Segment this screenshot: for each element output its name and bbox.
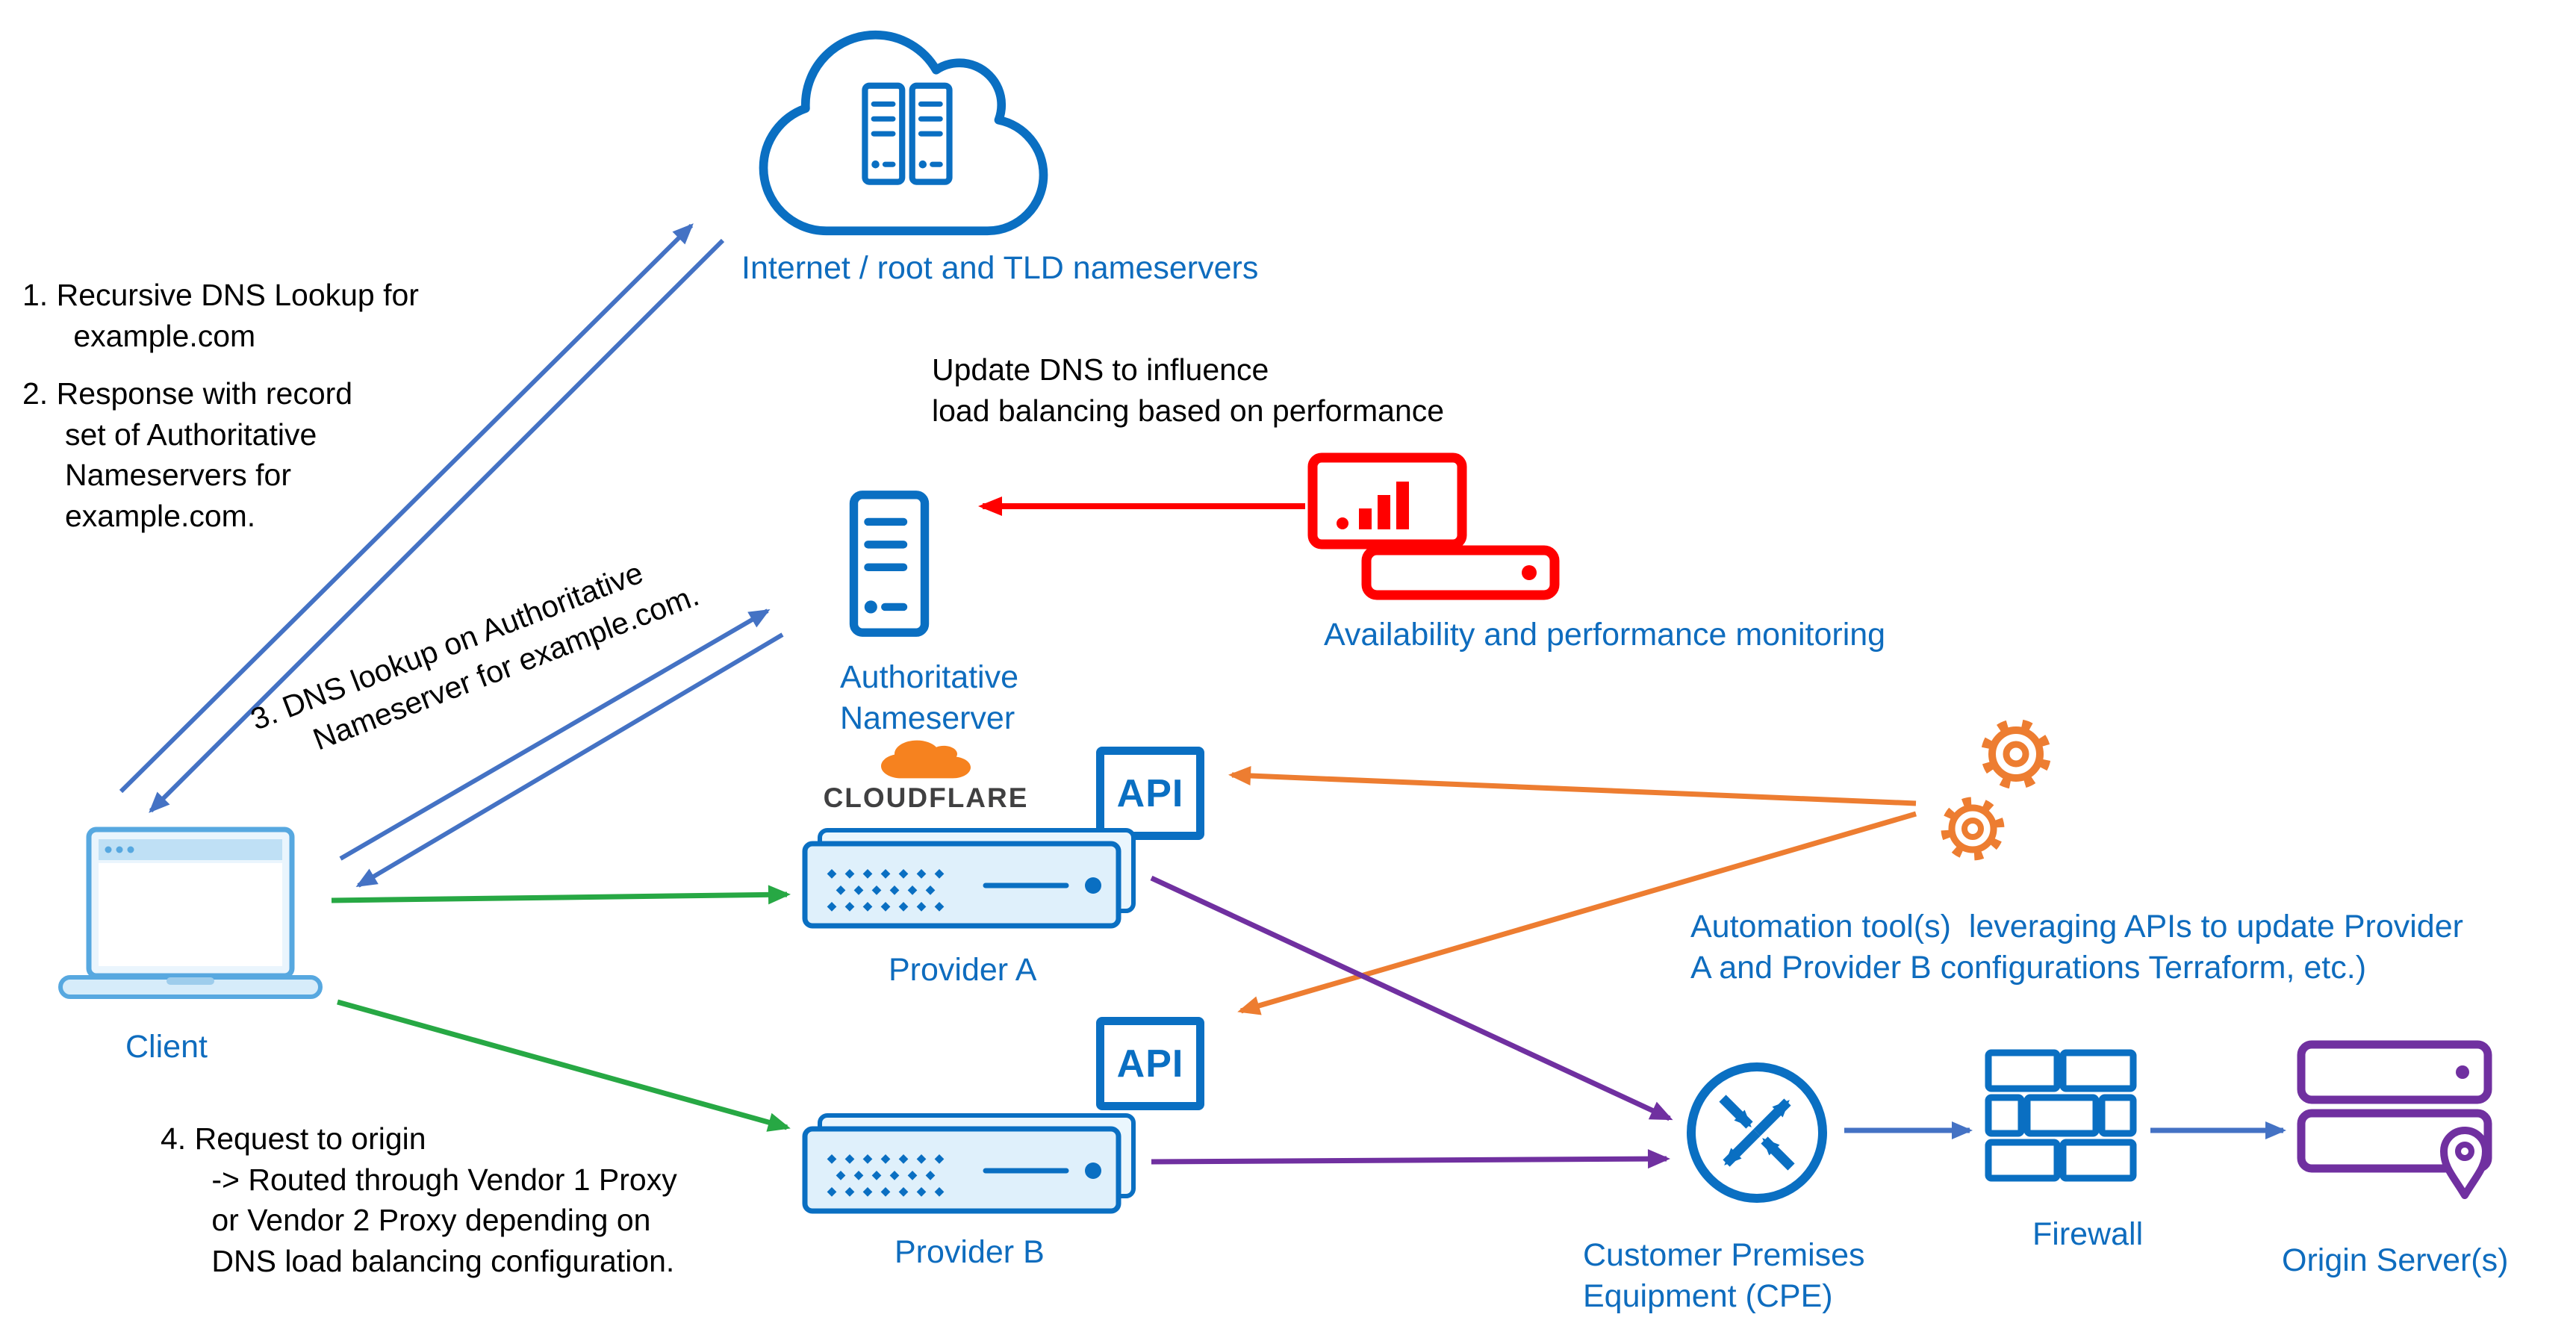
step-2-note: 2. Response with record set of Authorita… [22, 376, 353, 533]
internet-cloud-icon [709, 21, 1098, 245]
cloudflare-logo: CLOUDFLARE [814, 738, 1038, 814]
client-laptop-icon [56, 825, 325, 1008]
arrow-client-provider-b [337, 999, 791, 1132]
provider-a-api-label: API [1116, 771, 1184, 815]
provider-a-api-badge: API [1096, 747, 1204, 840]
step-4-note: 4. Request to origin -> Routed through V… [161, 1121, 677, 1278]
internet-label: Internet / root and TLD nameservers [741, 250, 1259, 286]
provider-b-api-badge: API [1096, 1017, 1204, 1110]
authoritative-nameserver-icon [847, 489, 932, 638]
arrow-automation-api-a [1228, 766, 1917, 806]
provider-a-label: Provider A [889, 952, 1037, 988]
monitoring-icon [1307, 452, 1561, 601]
firewall-label: Firewall [2032, 1216, 2144, 1252]
step-3-note: 3. DNS lookup on Authoritative Nameserve… [246, 555, 703, 775]
cloudflare-wordmark: CLOUDFLARE [823, 782, 1029, 813]
automation-gears-icon [1934, 715, 2061, 876]
cpe-label: Customer Premises Equipment (CPE) [1583, 1237, 1865, 1315]
client-label: Client [125, 1029, 208, 1065]
provider-b-api-label: API [1116, 1042, 1184, 1086]
origin-servers-icon [2297, 1040, 2502, 1203]
firewall-icon [1982, 1048, 2139, 1190]
cloudflare-cloud-icon [881, 738, 971, 781]
origin-label: Origin Server(s) [2282, 1242, 2509, 1278]
cpe-router-icon [1682, 1058, 1832, 1207]
arrow-provider-a-cpe [1150, 875, 1673, 1121]
provider-b-label: Provider B [895, 1234, 1045, 1270]
arrow-provider-b-cpe [1151, 1149, 1670, 1169]
step-1-note: 1. Recursive DNS Lookup for example.com [22, 278, 419, 353]
provider-b-appliance-icon [800, 1112, 1138, 1216]
arrow-client-provider-a [331, 885, 791, 905]
automation-label: Automation tool(s) leveraging APIs to up… [1690, 909, 2463, 986]
provider-a-appliance-icon [800, 827, 1138, 930]
monitoring-label: Availability and performance monitoring [1324, 617, 1886, 653]
authoritative-nameserver-label: Authoritative Nameserver [840, 659, 1019, 737]
update-dns-note: Update DNS to influence load balancing b… [932, 352, 1445, 428]
